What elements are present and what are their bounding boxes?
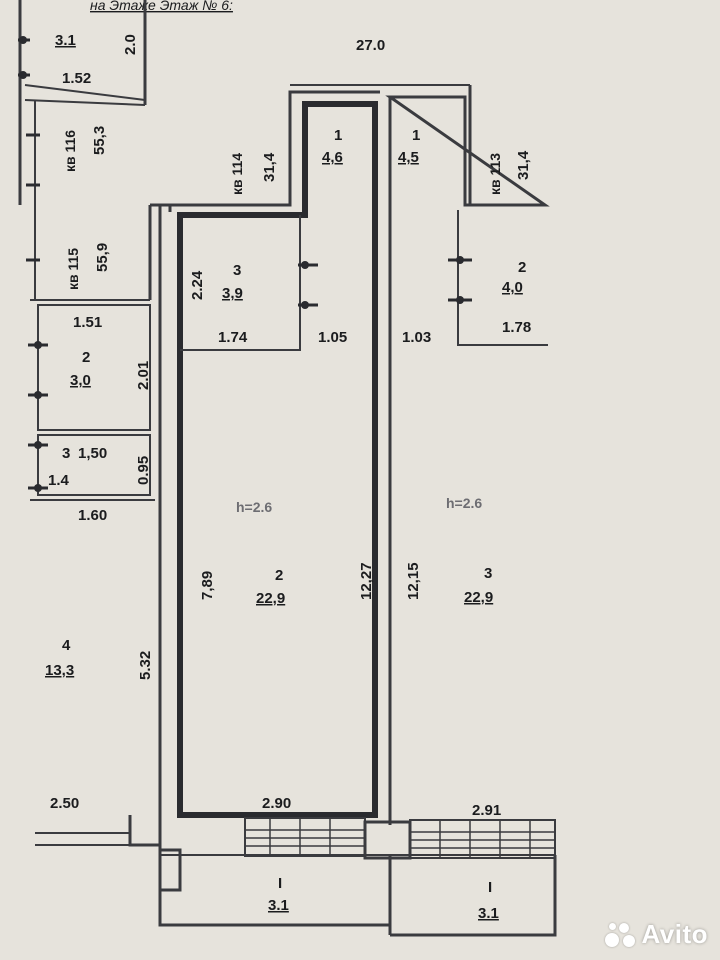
- dim-7-89: 7,89: [199, 571, 216, 600]
- area-kv113: 31,4: [515, 150, 532, 180]
- label-0-95: 0.95: [135, 456, 152, 485]
- right-height: h=2.6: [446, 495, 482, 511]
- dim-1-78: 1.78: [502, 319, 531, 336]
- label-1-4: 1.4: [48, 472, 70, 489]
- center-room2-area: 22,9: [256, 590, 285, 607]
- balcony-left-num: I: [278, 875, 282, 892]
- room-left-3: [37, 434, 151, 496]
- center-room1-num: 1: [334, 127, 342, 144]
- label-kv115: кв 115: [65, 248, 81, 290]
- balcony-left-glazing: [244, 817, 366, 857]
- avito-logo-icon: [605, 921, 636, 949]
- center-room3-num: 3: [233, 262, 241, 279]
- label-1-52: 1.52: [62, 70, 91, 87]
- balcony-column: [363, 820, 412, 860]
- label-kv113: кв 113: [487, 153, 503, 195]
- center-room3-len: 1.74: [218, 329, 248, 346]
- apartment-center-outline: [177, 101, 378, 818]
- dim-top-27: 27.0: [356, 37, 385, 54]
- floor-header: на Этаже Этаж № 6:: [90, 0, 233, 13]
- balcony-left-area: 3.1: [268, 897, 289, 914]
- room-center-3: [180, 215, 301, 351]
- label-2-50: 2.50: [50, 795, 79, 812]
- label-2-01: 2.01: [135, 361, 152, 390]
- label-3-1: 3.1: [55, 32, 76, 49]
- label-room-4-num: 4: [62, 637, 71, 654]
- label-1-50a: 1,50: [78, 445, 107, 462]
- label-room-2-num: 2: [82, 349, 90, 366]
- label-1-60: 1.60: [78, 507, 107, 524]
- avito-watermark: Avito: [605, 919, 708, 950]
- door-right-room2: [448, 256, 472, 304]
- area-kv116: 55,3: [91, 126, 108, 155]
- label-1-51: 1.51: [73, 314, 102, 331]
- center-room2-num: 2: [275, 567, 283, 584]
- door-left-a: [18, 36, 30, 79]
- dim-12-15: 12,15: [405, 562, 422, 600]
- area-kv115: 55,9: [94, 243, 111, 272]
- room-left-2: [37, 304, 151, 431]
- wall-right-top: [385, 95, 550, 207]
- label-kv114: кв 114: [229, 153, 245, 195]
- dim-1-03: 1.03: [402, 329, 431, 346]
- wall-center-shell-top: [150, 90, 380, 207]
- right-room3-num: 3: [484, 565, 492, 582]
- wall-bottom-left-3: [128, 815, 162, 890]
- label-kv116: кв 116: [62, 130, 78, 172]
- door-left-c: [28, 341, 48, 492]
- area-kv114: 31,4: [261, 152, 278, 182]
- dim-2-90: 2.90: [262, 795, 291, 812]
- label-2-0: 2.0: [122, 34, 139, 55]
- balcony-right-num: I: [488, 879, 492, 896]
- dim-1-05: 1.05: [318, 329, 347, 346]
- dim-12-27: 12,27: [358, 562, 375, 600]
- right-room2-num: 2: [518, 259, 526, 276]
- center-height: h=2.6: [236, 499, 272, 515]
- label-5-32: 5.32: [137, 651, 154, 680]
- right-room3-area: 22,9: [464, 589, 493, 606]
- balcony-hatching: [245, 818, 555, 858]
- door-left-b: [26, 133, 40, 262]
- balcony-right-glazing: [409, 819, 556, 859]
- label-room-3-num: 3: [62, 445, 70, 462]
- right-room1-num: 1: [412, 127, 420, 144]
- center-room3-w: 2.24: [189, 270, 206, 300]
- label-room-2-area: 3,0: [70, 372, 91, 389]
- right-room2-area: 4,0: [502, 279, 523, 296]
- center-room1-area: 4,6: [322, 149, 343, 166]
- center-room3-area: 3,9: [222, 285, 243, 302]
- label-room-4-area: 13,3: [45, 662, 74, 679]
- balcony-right: [390, 855, 557, 937]
- wall-kv116-top: [24, 84, 146, 101]
- balcony-right-area: 3.1: [478, 905, 499, 922]
- door-center-room3: [298, 261, 318, 309]
- room-right-2: [457, 210, 548, 346]
- right-room1-area: 4,5: [398, 149, 419, 166]
- avito-brand-text: Avito: [641, 919, 708, 949]
- wall-1-52: [24, 99, 146, 106]
- dim-2-91: 2.91: [472, 802, 501, 819]
